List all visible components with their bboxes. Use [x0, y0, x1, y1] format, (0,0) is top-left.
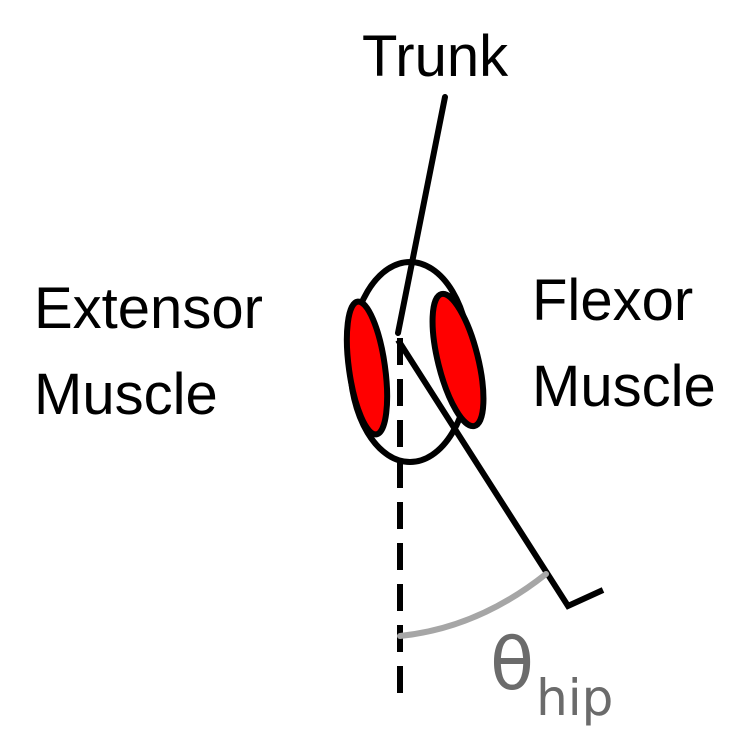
- trunk-label: Trunk: [362, 28, 508, 86]
- extensor-label-line1: Extensor: [34, 280, 263, 338]
- hip-subscript: hip: [536, 669, 613, 727]
- flexor-label-line2: Muscle: [532, 358, 716, 416]
- hip-angle-label: θhip: [490, 628, 613, 701]
- theta-symbol: θ: [490, 622, 534, 706]
- extensor-label-line2: Muscle: [34, 366, 218, 424]
- flexor-label-line1: Flexor: [532, 272, 693, 330]
